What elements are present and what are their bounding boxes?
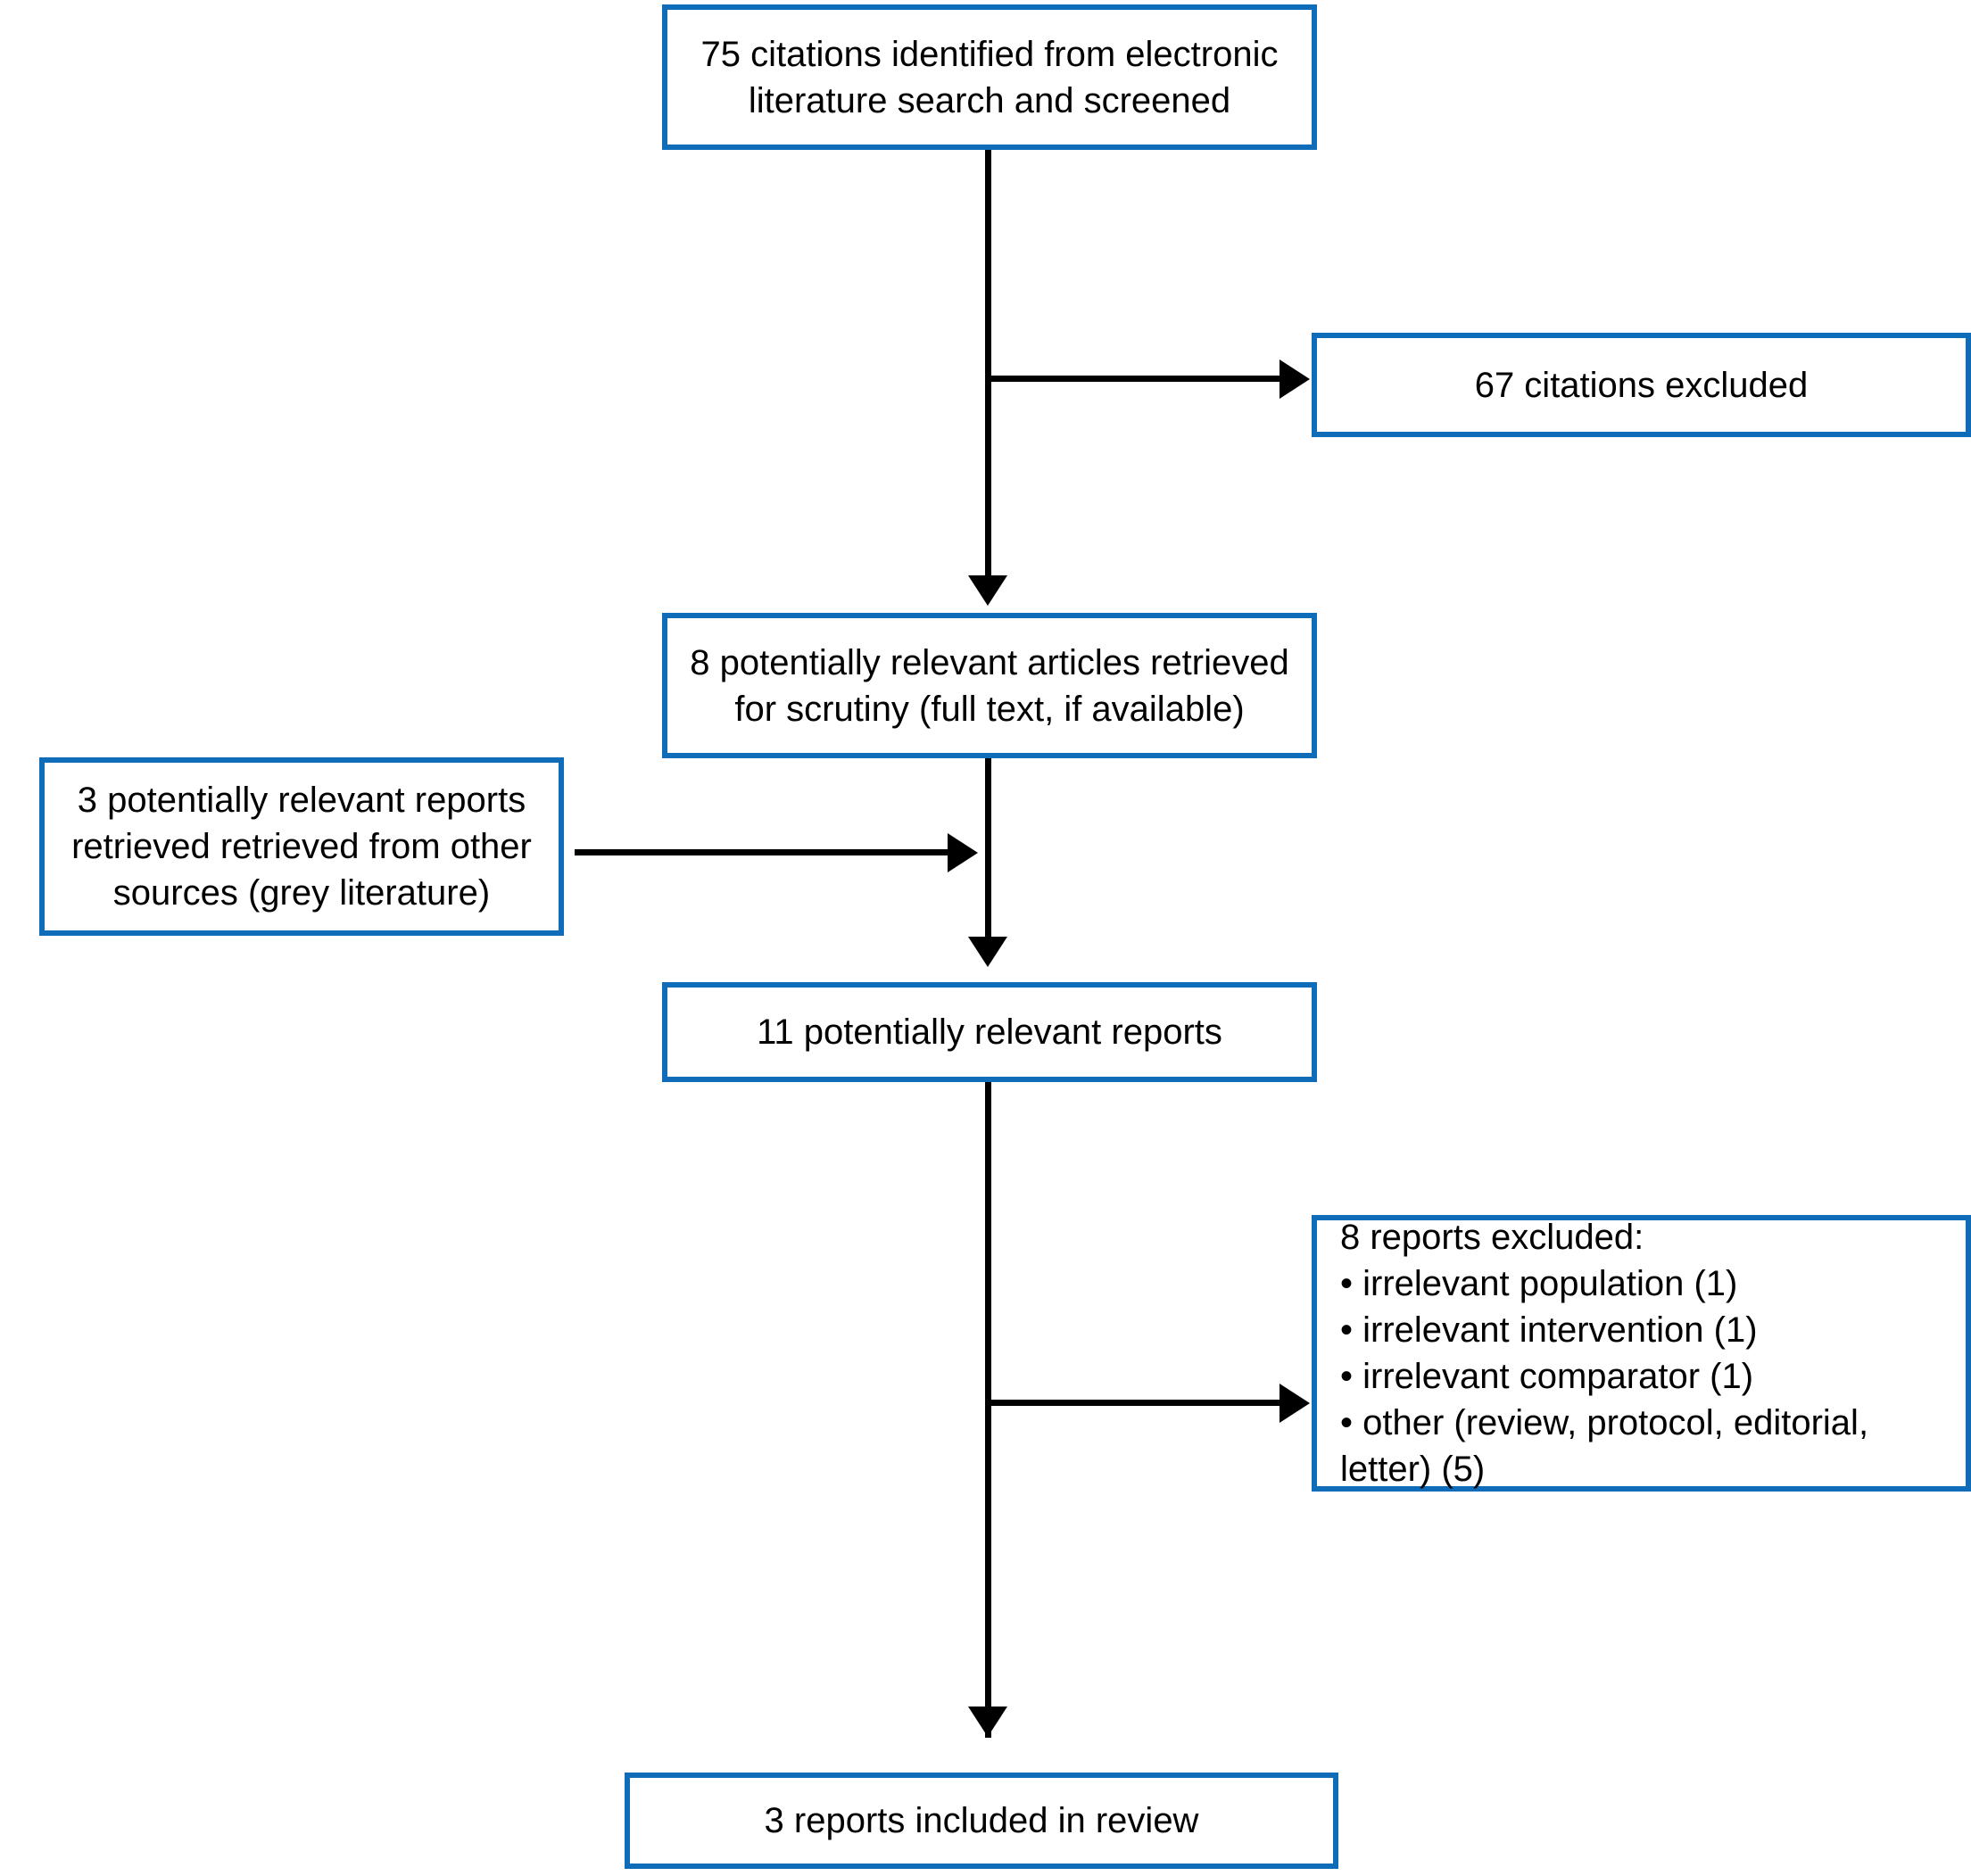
node-grey-literature-reports: 3 potentially relevant reports retrieved… xyxy=(39,757,564,936)
arrowhead-right-to-excluded-reports xyxy=(1279,1384,1310,1423)
node-citations-excluded: 67 citations excluded xyxy=(1312,333,1971,437)
node-reports-excluded-label: 8 reports excluded: • irrelevant populat… xyxy=(1340,1218,1869,1489)
node-reports-included: 3 reports included in review xyxy=(625,1773,1338,1869)
node-reports-included-label: 3 reports included in review xyxy=(764,1801,1199,1840)
connector-identified-to-retrieved xyxy=(985,150,991,578)
node-relevant-reports-label: 11 potentially relevant reports xyxy=(757,1012,1222,1052)
connector-retrieved-to-relevant-reports xyxy=(985,758,991,941)
connector-relevant-reports-to-included xyxy=(985,1082,991,1738)
arrowhead-down-to-relevant-reports xyxy=(968,937,1007,967)
connector-relevant-reports-to-excluded-reports xyxy=(985,1400,1287,1406)
arrowhead-down-to-included xyxy=(968,1707,1007,1737)
connector-identified-to-excluded-citations xyxy=(985,376,1287,382)
node-articles-retrieved: 8 potentially relevant articles retrieve… xyxy=(662,613,1317,758)
node-reports-excluded: 8 reports excluded: • irrelevant populat… xyxy=(1312,1215,1971,1492)
node-citations-excluded-label: 67 citations excluded xyxy=(1474,365,1809,405)
arrowhead-down-to-retrieved xyxy=(968,575,1007,606)
node-citations-identified: 75 citations identified from electronic … xyxy=(662,4,1317,150)
node-citations-identified-label: 75 citations identified from electronic … xyxy=(700,34,1279,120)
arrowhead-right-from-grey-literature xyxy=(948,833,978,872)
node-relevant-reports: 11 potentially relevant reports xyxy=(662,982,1317,1082)
arrowhead-right-to-excluded-citations xyxy=(1279,359,1310,399)
node-grey-literature-reports-label: 3 potentially relevant reports retrieved… xyxy=(71,781,532,913)
node-articles-retrieved-label: 8 potentially relevant articles retrieve… xyxy=(690,642,1289,729)
connector-grey-literature-to-relevant-reports xyxy=(575,849,953,855)
